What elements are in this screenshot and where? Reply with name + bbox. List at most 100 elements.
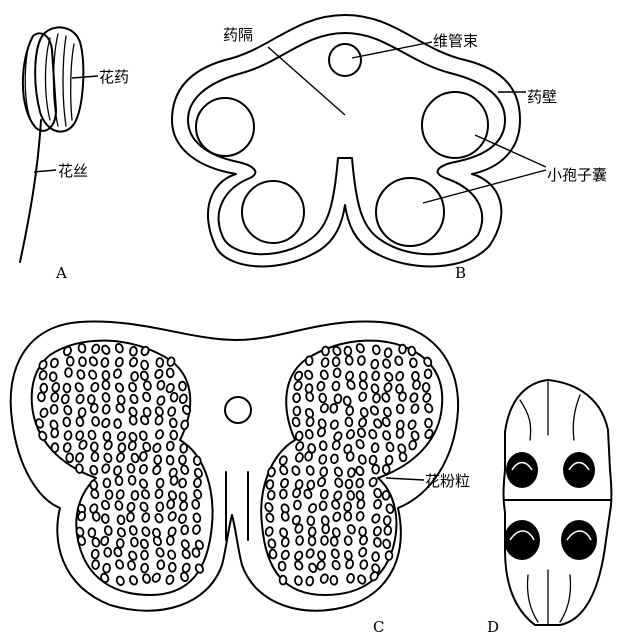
pollen-grain (89, 465, 98, 475)
pollen-grain (266, 480, 274, 490)
pollen-grain (345, 479, 352, 488)
pollen-grain (106, 490, 113, 499)
pollen-grain (267, 538, 276, 548)
pollen-grain (51, 382, 60, 392)
pollen-grain (321, 536, 328, 545)
pollen-grain (293, 393, 301, 402)
pollen-grain (291, 465, 301, 476)
pollen-grain (307, 480, 315, 489)
pollen-grain (178, 513, 188, 524)
pollen-grain (346, 379, 356, 390)
pollen-grain (344, 512, 351, 521)
pollen-grain (317, 477, 327, 488)
pollen-grain (292, 417, 301, 427)
pollen-grain (381, 417, 391, 428)
pollen-grain (372, 465, 379, 474)
pollen-grain (295, 431, 303, 441)
pollen-grain (319, 393, 327, 403)
pollen-grain (157, 560, 164, 569)
pollen-grain (140, 360, 148, 370)
pollen-grain (278, 561, 286, 570)
pollen-grain (394, 356, 403, 367)
pollen-grain (264, 502, 274, 513)
pollen-grain (280, 576, 287, 585)
pollen-grain (360, 372, 367, 381)
pollen-grain (63, 405, 73, 416)
anther-wall-inner (188, 33, 505, 254)
pollen-grain (115, 489, 125, 500)
anther-wall-label: 药壁 (527, 88, 557, 106)
pollen-grain (102, 563, 110, 573)
pollen-grain (104, 548, 111, 557)
pollen-grain (128, 476, 135, 485)
pollen-grain (384, 526, 391, 535)
pollen-grain (331, 560, 341, 571)
pollen-grain (140, 371, 149, 382)
pollen-grain (167, 549, 177, 560)
pollen-grain (180, 539, 190, 550)
pollen-grain (355, 465, 365, 476)
pollen-grain (383, 407, 392, 417)
anther-label: 花药 (99, 68, 129, 86)
pollen-grain (157, 380, 166, 390)
pollen-grain (278, 455, 288, 466)
pollen-grain (61, 394, 70, 404)
pollen-grain (368, 477, 378, 488)
pollen-grain (383, 382, 393, 393)
panel-a-letter: A (55, 264, 67, 282)
pollen-grain (306, 356, 313, 365)
pollen-grain (373, 499, 382, 509)
pollen-grain (267, 467, 275, 477)
pollen-grain (88, 369, 98, 380)
pollen-grain (92, 512, 100, 522)
pollen-grain (320, 489, 328, 499)
pollen-grain (75, 394, 85, 405)
pollen-grain (179, 478, 187, 487)
pollen-grain (346, 524, 356, 535)
pollen-grain (63, 417, 71, 427)
pollen-grain (127, 560, 136, 570)
pollen-grain (308, 503, 318, 514)
pollen-grain (280, 549, 290, 560)
pollen-grain (384, 371, 394, 382)
pollen-grain (140, 539, 150, 550)
pollen-grain (115, 357, 124, 368)
panel-b-cross-section: 药隔 维管束 药壁 小孢子囊 B (172, 15, 607, 282)
pollen-grain (152, 465, 162, 476)
pollen-grain (129, 525, 138, 535)
pollen-grain (368, 429, 378, 440)
pollen-grain (408, 346, 416, 356)
pollen-grain (170, 430, 177, 439)
pollen-grain (306, 576, 314, 586)
pollen-grain (128, 550, 138, 561)
pollen-grain (129, 575, 139, 586)
pollen-grain (104, 526, 112, 536)
pollen-grain (294, 550, 304, 561)
pollen-grain (384, 516, 391, 525)
pollen-grain (385, 504, 394, 514)
filament-line (20, 120, 41, 262)
pollen-grain (372, 552, 379, 561)
pollen-grain (280, 478, 290, 489)
pollen-grain (343, 396, 351, 406)
pollen-grain (373, 526, 382, 537)
pollen-grain (131, 491, 139, 500)
pollen-grain (333, 368, 341, 377)
pollen-grain (316, 560, 326, 571)
pollen-grain (192, 524, 201, 534)
anther-front-lobe (35, 27, 83, 131)
pollen-grain (399, 345, 406, 354)
pollen-grain (357, 574, 367, 585)
pollen-grain (357, 428, 366, 439)
pollen-grain (118, 443, 126, 452)
pollen-grain (179, 393, 189, 404)
pollen-grain (371, 443, 379, 453)
pollen-grain (50, 372, 57, 381)
vascular-bundle (329, 44, 361, 76)
pollen-grain (382, 491, 390, 500)
pollen-grain (181, 525, 189, 535)
pollen-grain (67, 357, 74, 366)
pollen-grain (412, 372, 419, 381)
pollen-grain (281, 511, 290, 521)
pollen-grain (90, 488, 100, 499)
